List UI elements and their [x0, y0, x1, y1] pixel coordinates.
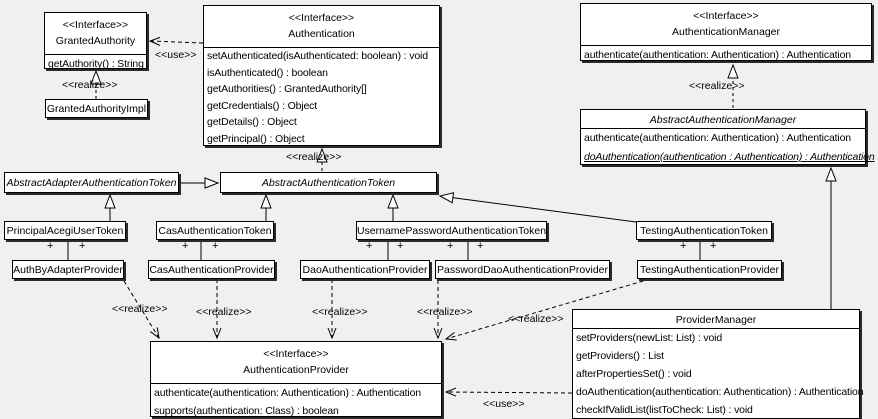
multiplicity-label: +	[182, 240, 189, 252]
class-name: CasAuthenticationToken	[158, 224, 272, 237]
edge-label-realize: <<realize>>	[196, 306, 252, 318]
method-compartment: authenticate(authentication: Authenticat…	[581, 128, 875, 167]
class-name: AuthByAdapterProvider	[13, 263, 123, 276]
class-name: GrantedAuthority	[55, 35, 136, 47]
method: doAuthentication(authentication: Authent…	[576, 386, 864, 398]
class-name: AuthenticationManager	[672, 26, 780, 38]
multiplicity-label: +	[212, 240, 219, 252]
method: checkIfValidList(listToCheck: List) : vo…	[576, 404, 753, 416]
class-name: AbstractAdapterAuthenticationToken	[6, 176, 177, 189]
edge-provider-manager-use-provider	[444, 387, 573, 397]
stereotype-label: <<Interface>>	[263, 348, 329, 360]
stereotype-label: <<Interface>>	[693, 10, 759, 22]
multiplicity-label: +	[79, 240, 86, 252]
method: authenticate(authentication: Authenticat…	[584, 49, 851, 61]
multiplicity-label: +	[477, 240, 484, 252]
class-name: AbstractAuthenticationManager	[649, 114, 797, 126]
class-name: CasAuthenticationProvider	[149, 263, 274, 276]
class-name: ProviderManager	[675, 314, 757, 326]
class-box-dao-authentication-provider: DaoAuthenticationProvider	[300, 260, 430, 279]
class-box-cas-authentication-token: CasAuthenticationToken	[156, 221, 274, 240]
edge-label-realize: <<realize>>	[62, 79, 118, 91]
method-compartment: authenticate(authentication: Authenticat…	[151, 383, 441, 419]
method: getDetails() : Object	[207, 116, 297, 128]
class-name: Authentication	[288, 28, 355, 40]
class-box-granted-authority-impl: GrantedAuthorityImpl	[45, 99, 148, 118]
class-name: GrantedAuthorityImpl	[46, 102, 147, 115]
edge-label-use: <<use>>	[483, 398, 525, 410]
method: authenticate(authentication: Authenticat…	[154, 387, 421, 399]
class-name: DaoAuthenticationProvider	[302, 263, 428, 276]
class-box-password-dao-authentication-provider: PasswordDaoAuthenticationProvider	[435, 260, 610, 279]
method: getCredentials() : Object	[207, 99, 318, 112]
class-name: PasswordDaoAuthenticationProvider	[436, 263, 608, 276]
edge-label-realize: <<realize>>	[689, 80, 745, 92]
abstract-method: doAuthentication(authentication : Authen…	[584, 151, 875, 163]
edge-label-realize: <<realize>>	[286, 151, 342, 163]
method: getProviders() : List	[576, 350, 664, 362]
method-compartment: setAuthenticated(isAuthenticated: boolea…	[204, 47, 439, 147]
multiplicity-label: +	[680, 240, 687, 252]
class-name: AbstractAuthenticationToken	[261, 176, 396, 189]
edge-label-realize: <<realize>>	[112, 303, 168, 315]
class-header: <<Interface>> AuthenticationProvider	[151, 342, 441, 383]
class-name: TestingAuthenticationToken	[640, 224, 768, 237]
stereotype-label: <<Interface>>	[62, 19, 129, 31]
class-box-principal-acegi-user-token: PrincipalAcegiUserToken	[4, 221, 126, 240]
edge-testing-realize-provider	[444, 278, 651, 341]
edge-label-realize: <<realize>>	[508, 313, 564, 325]
method: setProviders(newList: List) : void	[576, 332, 723, 344]
class-header: <<Interface>> GrantedAuthority	[45, 13, 146, 54]
class-box-username-password-authentication-token: UsernamePasswordAuthenticationToken	[356, 221, 547, 240]
multiplicity-label: +	[447, 240, 454, 252]
multiplicity-label: +	[710, 240, 717, 252]
class-box-abstract-authentication-manager: AbstractAuthenticationManager authentica…	[580, 109, 875, 167]
method-compartment: authenticate(authentication: Authenticat…	[581, 45, 871, 65]
edge-label-use: <<use>>	[155, 49, 197, 61]
method-compartment: getAuthority() : String	[45, 54, 146, 73]
edge-authentication-use-granted-authority	[148, 36, 204, 46]
class-box-authentication: <<Interface>> Authentication setAuthenti…	[203, 5, 440, 146]
class-header: <<Interface>> AuthenticationManager	[581, 4, 871, 45]
edge-testing-token-extends	[438, 192, 637, 223]
class-box-auth-by-adapter-provider: AuthByAdapterProvider	[12, 260, 124, 279]
class-box-cas-authentication-provider: CasAuthenticationProvider	[148, 260, 275, 279]
class-name: AuthenticationProvider	[243, 364, 349, 376]
class-name: PrincipalAcegiUserToken	[6, 224, 124, 237]
method: supports(authentication: Class) : boolea…	[154, 405, 339, 417]
class-name: UsernamePasswordAuthenticationToken	[356, 224, 547, 237]
class-name: TestingAuthenticationProvider	[640, 263, 779, 276]
class-box-granted-authority: <<Interface>> GrantedAuthority getAuthor…	[44, 12, 147, 70]
multiplicity-label: +	[366, 240, 373, 252]
method-compartment: setProviders(newList: List) : void getPr…	[573, 328, 864, 419]
method: getAuthority() : String	[48, 58, 144, 70]
edge-label-realize: <<realize>>	[312, 306, 368, 318]
method: authenticate(authentication: Authenticat…	[584, 132, 851, 144]
edge-label-realize: <<realize>>	[417, 306, 473, 318]
method: getAuthorities() : GrantedAuthority[]	[207, 83, 367, 95]
class-box-provider-manager: ProviderManager setProviders(newList: Li…	[572, 309, 864, 419]
multiplicity-label: +	[397, 240, 404, 252]
method: isAuthenticated() : boolean	[207, 66, 328, 79]
method: afterPropertiesSet() : void	[576, 368, 692, 380]
class-box-testing-authentication-token: TestingAuthenticationToken	[636, 221, 772, 240]
multiplicity-label: +	[47, 240, 54, 252]
class-box-abstract-authentication-token: AbstractAuthenticationToken	[220, 172, 437, 193]
class-box-testing-authentication-provider: TestingAuthenticationProvider	[637, 260, 782, 279]
class-box-authentication-provider: <<Interface>> AuthenticationProvider aut…	[150, 341, 442, 417]
method: getPrincipal() : Object	[207, 132, 305, 145]
class-header: <<Interface>> Authentication	[204, 6, 439, 47]
method: setAuthenticated(isAuthenticated: boolea…	[207, 50, 428, 62]
class-box-abstract-adapter-authentication-token: AbstractAdapterAuthenticationToken	[4, 172, 179, 193]
stereotype-label: <<Interface>>	[288, 12, 355, 24]
class-box-authentication-manager: <<Interface>> AuthenticationManager auth…	[580, 3, 872, 61]
